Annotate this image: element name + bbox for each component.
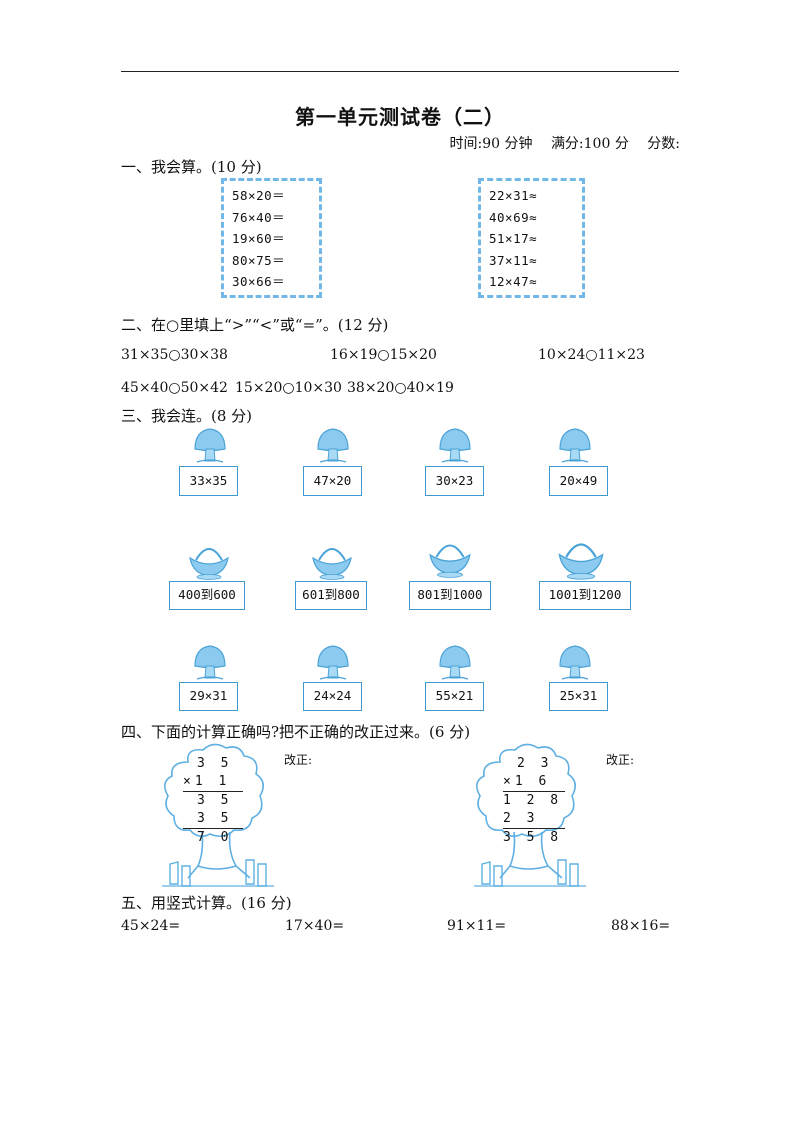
compare-item: 10×24○11×23 bbox=[538, 347, 645, 363]
mushroom-icon bbox=[317, 428, 349, 463]
partial-product: 1 2 8 bbox=[503, 793, 563, 808]
full-score-info: 满分:100 分 bbox=[550, 136, 629, 152]
time-info: 时间:90 分钟 bbox=[449, 136, 533, 152]
written-calc-item: 88×16= bbox=[611, 918, 671, 934]
compare-item: 38×20○40×19 bbox=[347, 380, 454, 396]
basket-icon bbox=[429, 544, 471, 579]
tree-icon bbox=[162, 743, 274, 887]
partial-product: 3 5 bbox=[197, 793, 233, 808]
section-4-heading: 四、下面的计算正确吗?把不正确的改正过来。(6 分) bbox=[121, 723, 471, 741]
calc-result: 7 0 bbox=[197, 830, 233, 845]
range-box[interactable]: 801到1000 bbox=[409, 581, 491, 610]
product-box[interactable]: 29×31 bbox=[179, 682, 238, 711]
calc-result: 3 5 8 bbox=[503, 830, 563, 845]
partial-product: 3 5 bbox=[197, 811, 233, 826]
section-1-heading: 一、我会算。(10 分) bbox=[121, 158, 262, 176]
page-title: 第一单元测试卷（二） bbox=[295, 105, 505, 129]
mushroom-icon bbox=[559, 645, 591, 680]
compare-item: 15×20○10×30 bbox=[235, 380, 342, 396]
range-box[interactable]: 1001到1200 bbox=[539, 581, 631, 610]
problem: 22×31≈ bbox=[489, 188, 538, 203]
calc-rule bbox=[183, 791, 243, 792]
product-box[interactable]: 30×23 bbox=[425, 466, 484, 496]
range-box[interactable]: 400到600 bbox=[169, 581, 245, 610]
basket-icon bbox=[189, 548, 229, 580]
problem: 76×40＝ bbox=[232, 209, 286, 225]
compare-item: 45×40○50×42 bbox=[121, 380, 228, 396]
mushroom-icon bbox=[317, 645, 349, 680]
basket-icon bbox=[312, 548, 352, 580]
problem: 37×11≈ bbox=[489, 252, 538, 268]
product-box[interactable]: 47×20 bbox=[303, 466, 362, 496]
partial-product: 2 3 bbox=[503, 811, 539, 826]
correction-label: 改正: bbox=[284, 753, 313, 767]
multiplier: ×1 6 bbox=[503, 774, 551, 789]
written-calc-item: 45×24= bbox=[121, 918, 181, 934]
multiplicand: 3 5 bbox=[197, 756, 233, 771]
multiplier: ×1 1 bbox=[183, 774, 231, 789]
product-box[interactable]: 33×35 bbox=[179, 466, 238, 496]
problem: 51×17≈ bbox=[489, 231, 538, 246]
multiplicand: 2 3 bbox=[517, 756, 553, 771]
product-box[interactable]: 20×49 bbox=[549, 466, 608, 496]
section-2-heading: 二、在○里填上“>”“<”或“=”。(12 分) bbox=[121, 316, 389, 334]
problem: 58×20＝ bbox=[232, 188, 286, 203]
problem: 19×60＝ bbox=[232, 231, 286, 246]
calc-rule bbox=[183, 828, 243, 829]
mushroom-icon bbox=[559, 428, 591, 463]
section-5-heading: 五、用竖式计算。(16 分) bbox=[121, 894, 292, 912]
exam-meta: 时间:90 分钟 满分:100 分 分数: bbox=[436, 133, 681, 153]
score-field: 分数: bbox=[647, 136, 680, 152]
product-box[interactable]: 55×21 bbox=[425, 682, 484, 711]
top-rule bbox=[121, 71, 679, 72]
mushroom-icon bbox=[439, 645, 471, 680]
written-calc-item: 91×11= bbox=[447, 918, 507, 934]
problem: 80×75＝ bbox=[232, 252, 286, 268]
problem: 12×47≈ bbox=[489, 274, 538, 289]
estimation-box-right: 22×31≈ 40×69≈ 51×17≈ 37×11≈ 12×47≈ bbox=[478, 178, 585, 298]
vertical-calc-1: 3 5 ×1 1 3 5 3 5 7 0 bbox=[183, 755, 243, 847]
mushroom-icon bbox=[194, 645, 226, 680]
problem: 40×69≈ bbox=[489, 209, 538, 225]
product-box[interactable]: 25×31 bbox=[549, 682, 608, 711]
compare-item: 31×35○30×38 bbox=[121, 347, 228, 363]
product-box[interactable]: 24×24 bbox=[303, 682, 362, 711]
calc-rule bbox=[503, 828, 565, 829]
basket-icon bbox=[558, 543, 604, 580]
problem: 30×66＝ bbox=[232, 274, 286, 289]
range-box[interactable]: 601到800 bbox=[295, 581, 367, 610]
tree-icon bbox=[474, 743, 586, 887]
mushroom-icon bbox=[439, 428, 471, 463]
written-calc-item: 17×40= bbox=[285, 918, 345, 934]
vertical-calc-2: 2 3 ×1 6 1 2 8 2 3 3 5 8 bbox=[503, 755, 565, 847]
calc-rule bbox=[503, 791, 565, 792]
correction-label: 改正: bbox=[606, 753, 635, 767]
mental-math-box-left: 58×20＝ 76×40＝ 19×60＝ 80×75＝ 30×66＝ bbox=[221, 178, 322, 298]
mushroom-icon bbox=[194, 428, 226, 463]
section-3-heading: 三、我会连。(8 分) bbox=[121, 407, 253, 425]
compare-item: 16×19○15×20 bbox=[330, 347, 437, 363]
